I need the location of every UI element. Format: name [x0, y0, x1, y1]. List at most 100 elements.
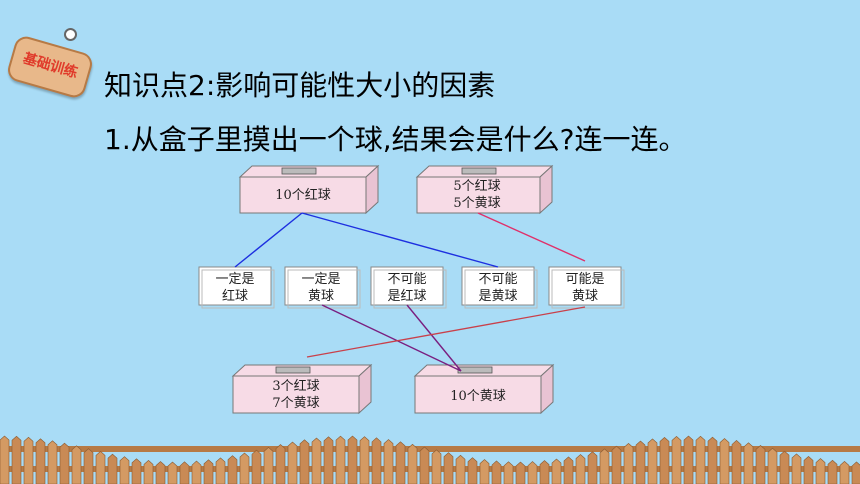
fence-picket — [47, 440, 58, 484]
fence-picket — [311, 437, 322, 484]
wooden-fence — [0, 435, 860, 484]
fence-picket — [0, 435, 10, 484]
fence-picket — [755, 445, 766, 484]
fence-picket — [695, 435, 706, 484]
option-2-line-2: 黄球 — [308, 289, 334, 304]
option-2-line-1: 一定是 — [301, 272, 340, 287]
question-text: 1.从盒子里摸出一个球,结果会是什么?连一连。 — [104, 123, 687, 156]
fence-picket — [119, 456, 130, 484]
fence-picket — [335, 435, 346, 484]
fence-picket — [395, 441, 406, 484]
fence-picket — [23, 436, 34, 484]
option-card-2[interactable]: 一定是 黄球 — [284, 266, 361, 309]
line-option2-to-bottom-box2 — [321, 304, 462, 372]
bottom-box-1-line-2: 7个黄球 — [272, 396, 319, 411]
fence-picket — [815, 458, 826, 484]
fence-picket — [575, 454, 586, 484]
fence-picket — [707, 436, 718, 484]
fence-picket — [479, 459, 490, 484]
fence-picket — [491, 460, 502, 484]
fence-picket — [527, 461, 538, 484]
fence-picket — [779, 450, 790, 484]
fence-picket — [287, 441, 298, 484]
fence-picket — [263, 446, 274, 484]
fence-picket — [95, 451, 106, 484]
line-option3-to-bottom-box2 — [406, 304, 462, 372]
fence-picket — [407, 443, 418, 484]
option-card-4[interactable]: 不可能 是黄球 — [461, 266, 538, 309]
fence-picket — [827, 459, 838, 484]
fence-picket — [71, 445, 82, 484]
fence-picket — [443, 452, 454, 484]
top-box-2: 5个红球 5个黄球 — [415, 164, 554, 215]
fence-picket — [167, 461, 178, 484]
fence-picket — [419, 446, 430, 484]
top-box-1-line-1: 10个红球 — [275, 187, 331, 203]
fence-picket — [623, 443, 634, 484]
nail-icon — [64, 28, 77, 41]
bottom-box-1: 3个红球 7个黄球 — [231, 363, 373, 415]
fence-picket — [767, 447, 778, 484]
fence-picket — [731, 440, 742, 484]
fence-picket — [191, 460, 202, 484]
fence-picket — [503, 461, 514, 484]
fence-picket — [347, 435, 358, 484]
line-option5-to-bottom-box1 — [306, 306, 586, 358]
fence-picket — [35, 438, 46, 484]
fence-picket — [467, 457, 478, 484]
bottom-box-1-line-1: 3个红球 — [272, 378, 319, 394]
fence-picket — [839, 460, 850, 484]
fence-picket — [131, 458, 142, 484]
fence-picket — [239, 452, 250, 484]
fence-picket — [647, 438, 658, 484]
top-box-2-line-1: 5个红球 — [453, 178, 500, 194]
bottom-box-2-line-1: 10个黄球 — [450, 389, 506, 404]
fence-picket — [155, 461, 166, 484]
fence-picket — [635, 440, 646, 484]
fence-pickets — [0, 435, 860, 484]
fence-picket — [719, 438, 730, 484]
option-1-line-1: 一定是 — [215, 272, 254, 287]
top-box-1: 10个红球 — [238, 164, 380, 215]
fence-picket — [587, 451, 598, 484]
fence-picket — [455, 454, 466, 484]
fence-picket — [143, 459, 154, 484]
knowledge-point-heading: 知识点2:影响可能性大小的因素 — [104, 69, 496, 102]
fence-picket — [203, 459, 214, 484]
fence-picket — [563, 456, 574, 484]
option-card-3[interactable]: 不可能 是红球 — [370, 266, 447, 309]
fence-picket — [83, 448, 94, 484]
fence-picket — [791, 453, 802, 484]
option-1-line-2: 红球 — [222, 288, 248, 304]
fence-picket — [227, 455, 238, 484]
basic-training-badge: 基础训练 — [5, 24, 95, 101]
fence-picket — [659, 436, 670, 484]
fence-picket — [743, 442, 754, 484]
fence-picket — [59, 442, 70, 484]
fence-picket — [251, 449, 262, 484]
fence-picket — [215, 457, 226, 484]
fence-picket — [599, 448, 610, 484]
fence-picket — [611, 445, 622, 484]
option-card-1[interactable]: 一定是 红球 — [198, 266, 275, 309]
fence-picket — [371, 437, 382, 484]
fence-picket — [683, 435, 694, 484]
fence-picket — [671, 435, 682, 484]
option-5-line-1: 可能是 — [565, 272, 604, 287]
fence-picket — [107, 453, 118, 484]
fence-picket — [515, 461, 526, 484]
option-4-line-1: 不可能 — [478, 272, 517, 287]
fence-picket — [431, 449, 442, 484]
option-3-line-2: 是红球 — [387, 288, 426, 304]
fence-picket — [359, 436, 370, 484]
option-card-5[interactable]: 可能是 黄球 — [548, 266, 625, 309]
option-3-line-1: 不可能 — [387, 272, 426, 287]
fence-picket — [299, 439, 310, 484]
top-box-2-line-2: 5个黄球 — [453, 196, 500, 211]
fence-picket — [11, 435, 22, 484]
option-5-line-2: 黄球 — [572, 289, 598, 304]
fence-picket — [275, 444, 286, 484]
fence-picket — [851, 461, 860, 484]
bottom-box-2: 10个黄球 — [413, 363, 555, 415]
